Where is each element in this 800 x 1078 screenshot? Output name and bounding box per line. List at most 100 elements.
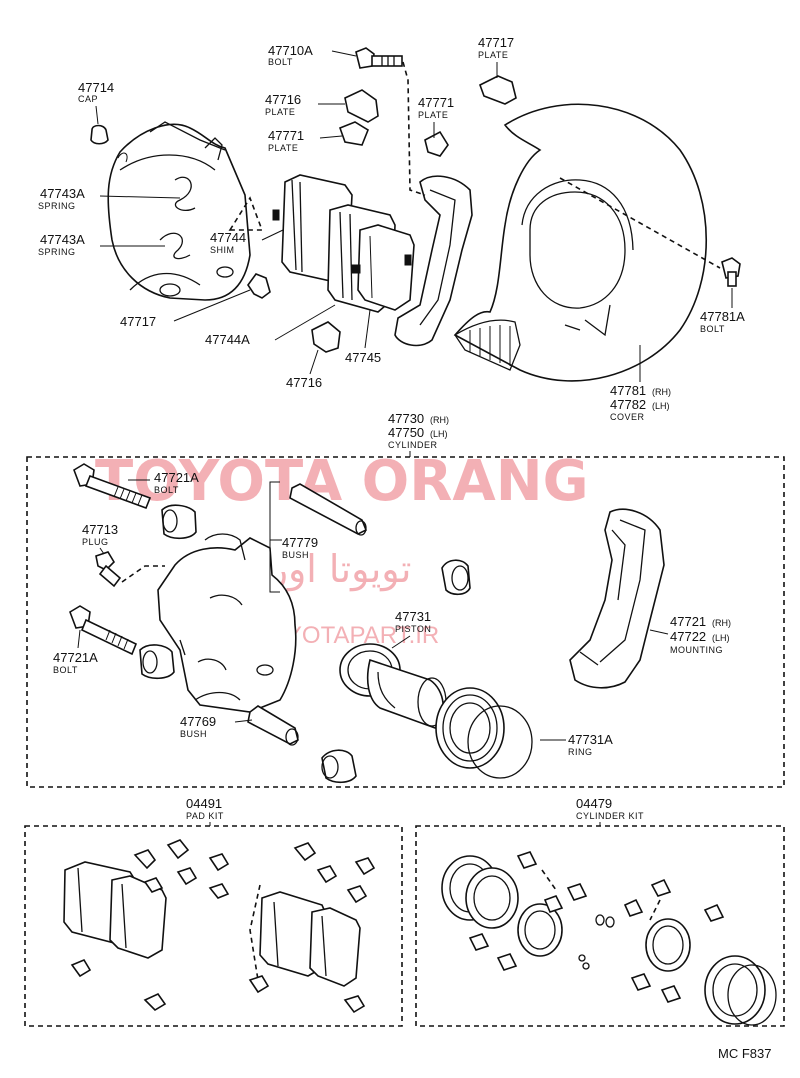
plate-47744A-leader: [274, 304, 336, 341]
label-04479-number: 04479: [576, 796, 612, 811]
boot-lower-end: [142, 650, 158, 674]
label-47743A-a-number: 47743A: [40, 186, 85, 201]
plug-47713-drawing: [95, 551, 122, 588]
label-47714-number: 47714: [78, 80, 114, 95]
leader-47710A: [331, 50, 357, 57]
label-47781-number: 47781: [610, 383, 646, 398]
label-04479-name: CYLINDER KIT: [576, 811, 644, 821]
bolt-47721A-top-drawing: [73, 463, 152, 510]
boot-right-drawing: [441, 559, 471, 596]
label-47779-name: BUSH: [282, 550, 309, 560]
boot-upper-end: [162, 509, 178, 533]
caliper-body-drawing: [107, 121, 264, 301]
label-47717-top-name: PLATE: [478, 50, 508, 60]
label-47782-name: COVER: [610, 412, 645, 422]
label-47722-suffix: (LH): [712, 633, 730, 643]
label-04491-name: PAD KIT: [186, 811, 224, 821]
label-47750-number: 47750: [388, 425, 424, 440]
label-47721-suffix: (RH): [712, 618, 731, 628]
mounting-right-leader: [649, 629, 669, 635]
label-47731A-name: RING: [568, 747, 593, 757]
label-47722-number: 47722: [670, 629, 706, 644]
piston-drawing: [339, 643, 533, 779]
label-47710A-number: 47710A: [268, 43, 313, 58]
label-47713-number: 47713: [82, 522, 118, 537]
label-47713-name: PLUG: [82, 537, 109, 547]
label-04491-number: 04491: [186, 796, 222, 811]
label-47781A-number: 47781A: [700, 309, 745, 324]
label-47731-number: 47731: [395, 609, 431, 624]
label-47771-b-name: PLATE: [418, 110, 448, 120]
plate-47771-b-drawing: [424, 130, 449, 157]
label-47716-bottom-number: 47716: [286, 375, 322, 390]
mounting-top-inner: [419, 189, 456, 326]
cylinder-body-drawing: [157, 533, 297, 713]
label-47750-suffix: (LH): [430, 429, 448, 439]
spring-upper-drawing: [174, 176, 196, 212]
label-47721A-a-name: BOLT: [154, 485, 179, 495]
label-47714-name: CAP: [78, 94, 98, 104]
label-47730-number: 47730: [388, 411, 424, 426]
bush-47769-leader: [234, 719, 253, 723]
pad-kit-drawing: [63, 839, 376, 1014]
label-47771-a-name: PLATE: [268, 143, 298, 153]
label-47781-suffix: (RH): [652, 387, 671, 397]
label-47744-name: SHIM: [210, 245, 235, 255]
leader-47717-left: [173, 289, 251, 322]
boot-right-end: [451, 565, 469, 591]
plate-47716-drawing: [344, 89, 379, 123]
bolt-47710A-drawing: [355, 47, 403, 69]
label-47781A-name: BOLT: [700, 324, 725, 334]
label-47721-number: 47721: [670, 614, 706, 629]
label-47769-name: BUSH: [180, 729, 207, 739]
label-47743A-b-number: 47743A: [40, 232, 85, 247]
boot-bottom-drawing: [321, 749, 357, 784]
label-47710A-name: BOLT: [268, 57, 293, 67]
leader-47716-bottom: [309, 349, 319, 375]
leader-47745: [364, 309, 371, 349]
label-47722-name: MOUNTING: [670, 645, 723, 655]
label-47716-top-name: PLATE: [265, 107, 295, 117]
piston-leader: [391, 635, 411, 649]
mounting-right-drawing: [569, 508, 665, 689]
label-47721A-a-number: 47721A: [154, 470, 199, 485]
label-47731-name: PISTON: [395, 624, 431, 634]
bolt-47721A-lower-drawing: [69, 605, 138, 656]
leader-47714: [95, 105, 99, 125]
label-47721A-b-number: 47721A: [53, 650, 98, 665]
boot-bottom-end: [321, 755, 339, 779]
label-47750-name: CYLINDER: [388, 440, 438, 450]
leader-47721A-b: [77, 629, 81, 649]
dust-cover-drawing: [453, 103, 707, 382]
bush-47769-drawing: [247, 705, 299, 746]
spring-lower-drawing: [159, 232, 191, 260]
label-47779-number: 47779: [282, 535, 318, 550]
plate-clip-left-drawing: [247, 273, 271, 299]
bolt-dashed-path: [402, 61, 426, 196]
cylinder-assembly-frame: [26, 456, 785, 788]
label-47771-b-number: 47771: [418, 95, 454, 110]
label-47769-number: 47769: [180, 714, 216, 729]
plate-47717-top-drawing: [479, 75, 517, 105]
label-47744A-number: 47744A: [205, 332, 250, 347]
leader-47771-a: [319, 135, 343, 139]
label-47743A-a-name: SPRING: [38, 201, 76, 211]
label-47743A-b-name: SPRING: [38, 247, 76, 257]
bush-47779-bracket: [269, 481, 280, 593]
label-47771-a-number: 47771: [268, 128, 304, 143]
leader-47713: [99, 547, 105, 555]
label-47717-top-number: 47717: [478, 35, 514, 50]
plate-47771-a-drawing: [338, 121, 369, 146]
cylinder-kit-drawing: [441, 851, 777, 1026]
cap-drawing: [90, 124, 109, 145]
shim-leader: [261, 229, 284, 241]
label-47716-top-number: 47716: [265, 92, 301, 107]
label-47730-suffix: (RH): [430, 415, 449, 425]
label-47782-number: 47782: [610, 397, 646, 412]
label-47744-number: 47744: [210, 230, 246, 245]
label-47782-suffix: (LH): [652, 401, 670, 411]
plate-47716-bottom-drawing: [311, 321, 341, 353]
bolt-47781A-drawing: [721, 257, 741, 287]
label-47721A-b-name: BOLT: [53, 665, 78, 675]
